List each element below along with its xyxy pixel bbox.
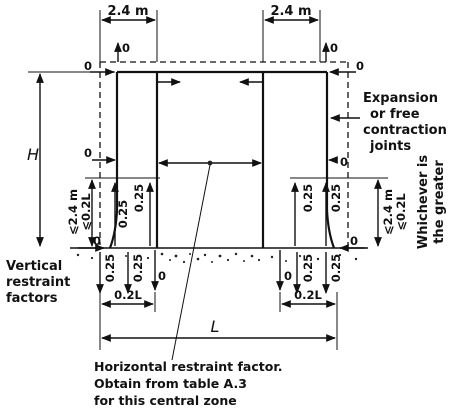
caption-line-1: Horizontal restraint factor. xyxy=(94,359,282,374)
svg-text:or free: or free xyxy=(370,107,420,122)
svg-text:the greater: the greater xyxy=(432,160,447,244)
svg-text:Vertical: Vertical xyxy=(6,259,62,274)
svg-text:0.25: 0.25 xyxy=(116,200,130,228)
right-lower-zone: 0.25 0.25 ⩽2.4 m ⩽0.2L Whichever is the … xyxy=(290,155,447,250)
svg-text:0.25: 0.25 xyxy=(301,254,315,282)
base-factors-left: 0.25 0.25 0 xyxy=(96,250,166,294)
svg-text:factors: factors xyxy=(6,291,58,306)
caption-leader xyxy=(171,164,211,361)
svg-text:0: 0 xyxy=(93,234,101,248)
svg-text:0.25: 0.25 xyxy=(131,254,145,282)
svg-text:0.25: 0.25 xyxy=(301,184,315,212)
svg-text:0.25: 0.25 xyxy=(329,184,343,212)
svg-text:0: 0 xyxy=(158,269,166,283)
svg-text:0: 0 xyxy=(340,155,348,169)
expansion-joints-label: Expansion or free contraction joints xyxy=(330,91,447,154)
svg-text:⩽0.2L: ⩽0.2L xyxy=(79,193,93,231)
caption-line-3: for this central zone xyxy=(94,393,237,408)
central-zone-marker xyxy=(158,159,262,167)
overall-length-dimension: L xyxy=(101,317,336,342)
svg-text:⩽2.4 m: ⩽2.4 m xyxy=(381,189,395,235)
svg-text:0.25: 0.25 xyxy=(329,254,343,282)
wall-outline xyxy=(108,70,336,249)
svg-text:⩽0.2L: ⩽0.2L xyxy=(394,193,408,231)
top-corner-factors: 0 0 0 0 xyxy=(84,41,364,76)
svg-text:0.25: 0.25 xyxy=(132,184,146,212)
factor-top-left-vertical: 0 xyxy=(122,41,130,55)
base-factors-right: 0 0.25 0.25 xyxy=(276,250,343,294)
wall-width-left-label: 2.4 m xyxy=(107,4,148,19)
svg-text:Whichever is: Whichever is xyxy=(416,155,431,250)
factor-top-right-vertical: 0 xyxy=(330,41,338,55)
mid-height-factors: 0 0 xyxy=(84,146,348,169)
ground-corner-factors: 0 0 xyxy=(78,234,368,252)
caption-line-2: Obtain from table A.3 xyxy=(94,376,247,391)
length-label: L xyxy=(211,317,220,336)
factor-top-right-horizontal: 0 xyxy=(356,59,364,73)
svg-text:0: 0 xyxy=(284,269,292,283)
dashed-outline xyxy=(99,61,349,245)
svg-text:Expansion: Expansion xyxy=(363,91,438,106)
height-label: H xyxy=(27,145,39,164)
vertical-restraint-label: Vertical restraint factors xyxy=(6,259,70,306)
svg-text:contraction: contraction xyxy=(363,123,447,138)
svg-text:0: 0 xyxy=(84,146,92,160)
svg-text:joints: joints xyxy=(369,139,411,154)
left-lower-zone: 0.25 0.25 ⩽2.4 m ⩽0.2L xyxy=(66,177,160,247)
factor-top-left-horizontal: 0 xyxy=(84,59,92,73)
svg-text:restraint: restraint xyxy=(6,275,70,290)
svg-text:0: 0 xyxy=(350,234,358,248)
wall-width-right-label: 2.4 m xyxy=(270,4,311,19)
svg-text:0.25: 0.25 xyxy=(103,254,117,282)
base-length-dimensions: 0.2L 0.2L xyxy=(99,288,338,350)
top-width-dimensions: 2.4 m 2.4 m xyxy=(99,4,321,62)
svg-text:⩽2.4 m: ⩽2.4 m xyxy=(66,189,80,235)
svg-text:0.2L: 0.2L xyxy=(114,288,142,302)
caption: Horizontal restraint factor. Obtain from… xyxy=(94,359,282,408)
soil-texture xyxy=(76,252,358,264)
ground xyxy=(70,247,365,264)
svg-text:0.2L: 0.2L xyxy=(294,288,322,302)
